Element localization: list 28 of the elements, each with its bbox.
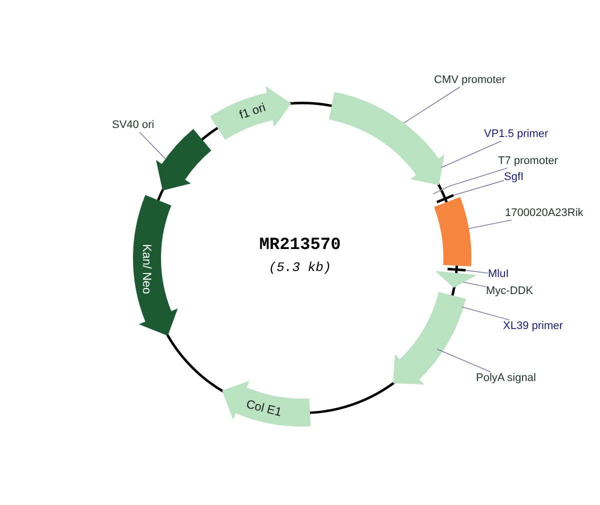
leader-line bbox=[453, 180, 504, 196]
feature-label: XL39 primer bbox=[503, 320, 563, 333]
feature-label: PolyA signal bbox=[476, 372, 536, 385]
site-tick bbox=[436, 194, 454, 204]
leader-line bbox=[449, 168, 508, 186]
feature-label: 1700020A23Rik bbox=[505, 207, 584, 220]
leader-line bbox=[403, 86, 460, 124]
feature-label: CMV promoter bbox=[434, 74, 506, 87]
feature-label: T7 promoter bbox=[498, 155, 558, 168]
feature-label: SgfI bbox=[504, 171, 524, 184]
site-tick bbox=[432, 186, 450, 194]
feature-label: Myc-DDK bbox=[486, 285, 534, 298]
feature-name: Kan/ Neo bbox=[140, 244, 154, 294]
plasmid-name: MR213570 bbox=[259, 236, 341, 255]
leader-line bbox=[440, 140, 502, 168]
site-tick bbox=[448, 268, 466, 272]
leader-line bbox=[461, 306, 510, 320]
feature-label: MluI bbox=[488, 268, 509, 281]
plasmid-size: (5.3 kb) bbox=[268, 260, 332, 275]
feature-label: VP1.5 primer bbox=[484, 128, 548, 141]
leader-line bbox=[436, 348, 492, 372]
leader-line bbox=[465, 270, 488, 274]
leader-line bbox=[468, 220, 512, 230]
leader-line bbox=[138, 132, 166, 160]
leader-line bbox=[462, 282, 486, 288]
feature-name: Col E1 bbox=[245, 397, 284, 420]
feature-name: f1 ori bbox=[238, 100, 268, 122]
feature-label: SV40 ori bbox=[112, 119, 154, 132]
